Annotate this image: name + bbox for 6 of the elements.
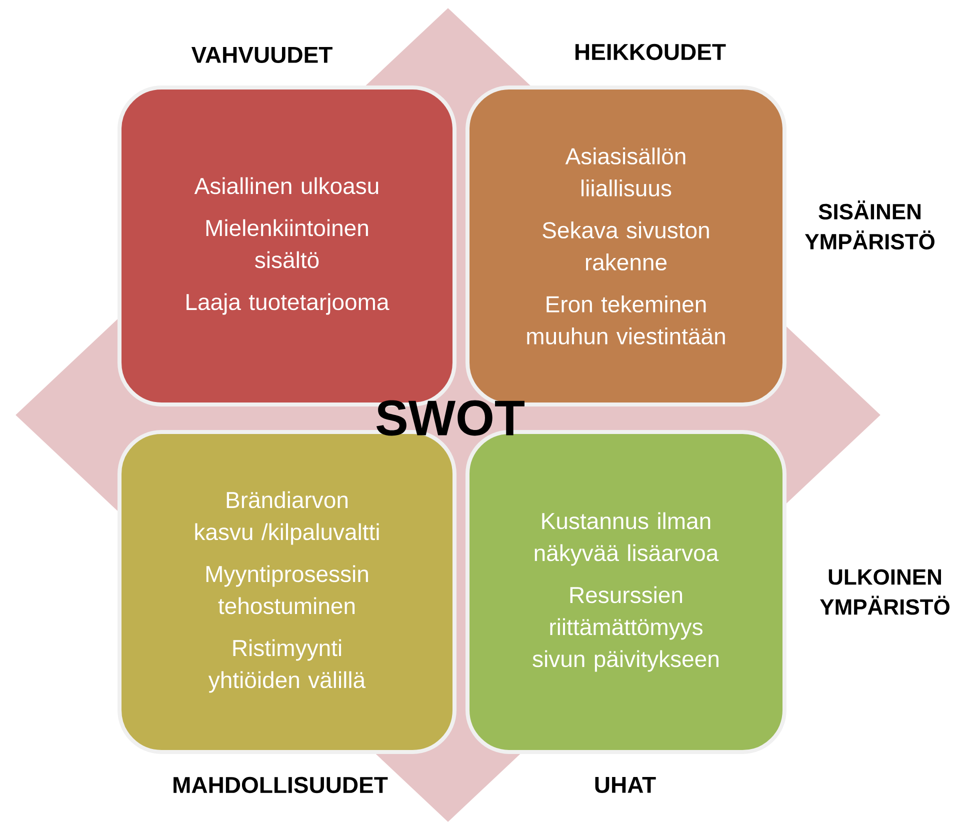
heading: MAHDOLLISUUDET [174,776,388,794]
heading: VAHVUUDET [191,46,332,64]
side-label: SISÄINEN YMPÄRISTÖ [804,200,934,250]
side-label: ULKOINEN YMPÄRISTÖ [820,569,950,615]
heading: UHAT [595,776,656,794]
heading: HEIKKOUDET [576,44,726,60]
